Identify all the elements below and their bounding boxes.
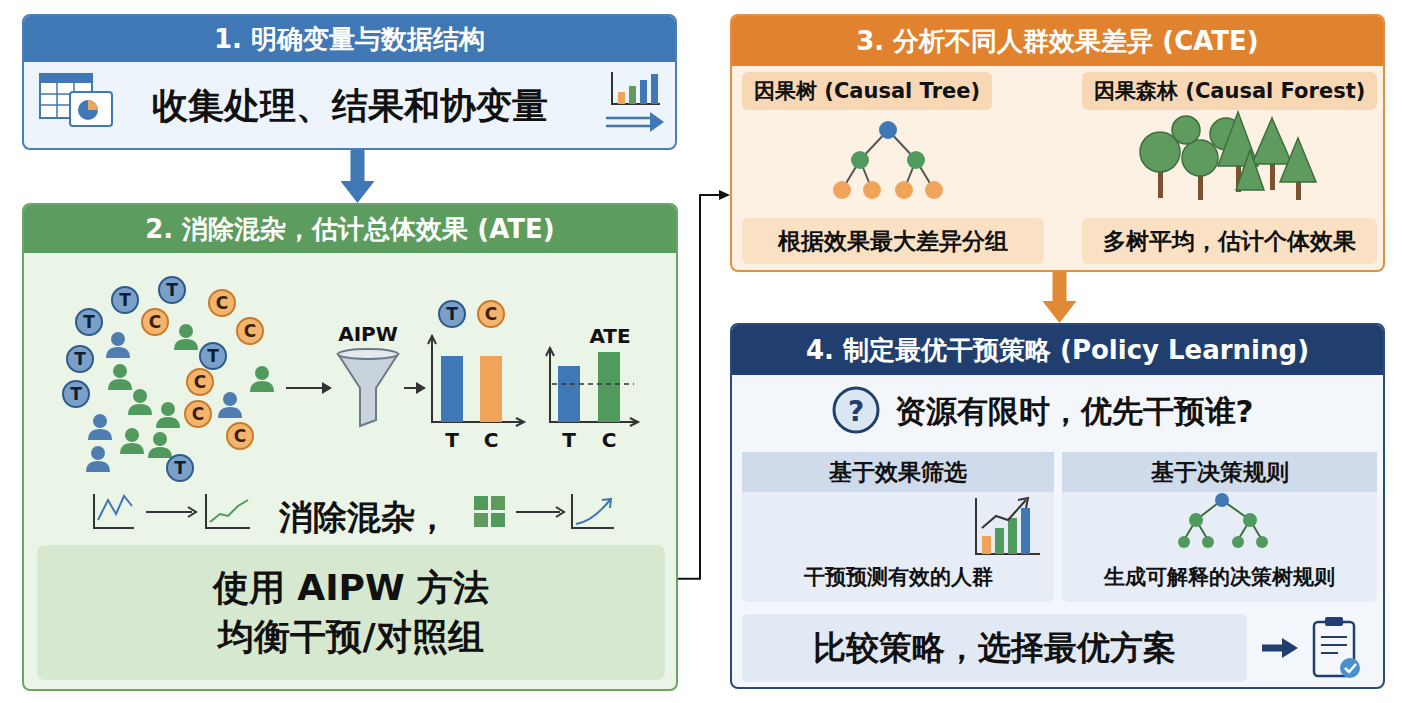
- node-text: 根据效果最大差异分组: [742, 218, 1044, 264]
- chart-label: AIPW: [338, 322, 398, 346]
- node-text: 收集处理、结果和协变量: [24, 62, 675, 150]
- flow-arrow: [1053, 272, 1067, 301]
- node-heading: 1. 明确变量与数据结构: [24, 16, 675, 62]
- group-marker: T: [62, 380, 90, 408]
- node-text: 比较策略，选择最优方案: [742, 614, 1247, 682]
- group-marker: T: [75, 308, 103, 336]
- node-heading: 基于决策规则: [1062, 452, 1377, 492]
- group-marker: C: [184, 400, 212, 428]
- chart-label: C: [484, 428, 499, 452]
- strategy-box: 基于决策规则生成可解释的决策树规则: [1062, 452, 1377, 602]
- node-heading: 因果树 (Causal Tree): [742, 72, 992, 110]
- question-mark: ?: [848, 395, 864, 428]
- method-column: 因果森林 (Causal Forest) 多树平均，估计个体效果: [1082, 72, 1377, 266]
- step-panel: 1. 明确变量与数据结构收集处理、结果和协变量: [22, 14, 677, 150]
- method-box: 使用 AIPW 方法 均衡干预/对照组: [37, 545, 665, 680]
- group-marker: C: [477, 300, 505, 328]
- group-marker: T: [158, 276, 186, 304]
- node-text: 使用 AIPW 方法 均衡干预/对照组: [181, 545, 521, 680]
- group-marker: T: [438, 300, 466, 328]
- group-marker: T: [166, 454, 194, 482]
- node-heading: 4. 制定最优干预策略 (Policy Learning): [732, 325, 1383, 375]
- node-text: 3. 分析不同人群效果差异 (CATE): [732, 16, 1383, 66]
- method-column: 因果树 (Causal Tree) 根据效果最大差异分组: [742, 72, 1044, 266]
- chart-label: T: [445, 428, 459, 452]
- group-marker: C: [226, 422, 254, 450]
- chart-label: C: [602, 428, 617, 452]
- chart-label: T: [562, 428, 576, 452]
- step-panel: 3. 分析不同人群效果差异 (CATE) 因果树 (Causal Tree) 根据效…: [730, 14, 1385, 272]
- flow-arrow: [678, 195, 719, 579]
- node-heading: 基于效果筛选: [742, 452, 1054, 492]
- group-marker: C: [186, 368, 214, 396]
- node-text: 消除混杂，: [262, 495, 466, 541]
- group-marker: T: [111, 286, 139, 314]
- group-marker: C: [141, 308, 169, 336]
- group-marker: T: [199, 342, 227, 370]
- conclusion-box: 比较策略，选择最优方案: [742, 614, 1247, 682]
- step-panel: 2. 消除混杂，估计总体效果 (ATE) 消除混杂，使用 AIPW 方法 均衡干预…: [22, 203, 678, 691]
- node-heading: 2. 消除混杂，估计总体效果 (ATE): [24, 205, 676, 253]
- strategy-box: 基于效果筛选干预预测有效的人群: [742, 452, 1054, 602]
- step-panel: 4. 制定最优干预策略 (Policy Learning) 资源有限时，优先干预谁…: [730, 323, 1385, 689]
- group-marker: C: [236, 317, 264, 345]
- node-heading: 因果森林 (Causal Forest): [1082, 72, 1377, 110]
- flow-arrow: [351, 150, 365, 181]
- node-text: 多树平均，估计个体效果: [1082, 218, 1377, 264]
- node-text: 干预预测有效的人群: [742, 562, 1054, 592]
- group-marker: T: [66, 345, 94, 373]
- group-marker: C: [208, 289, 236, 317]
- node-text: 生成可解释的决策树规则: [1062, 562, 1377, 592]
- node-text: 资源有限时，优先干预谁?: [884, 387, 1264, 437]
- chart-label: ATE: [589, 324, 630, 348]
